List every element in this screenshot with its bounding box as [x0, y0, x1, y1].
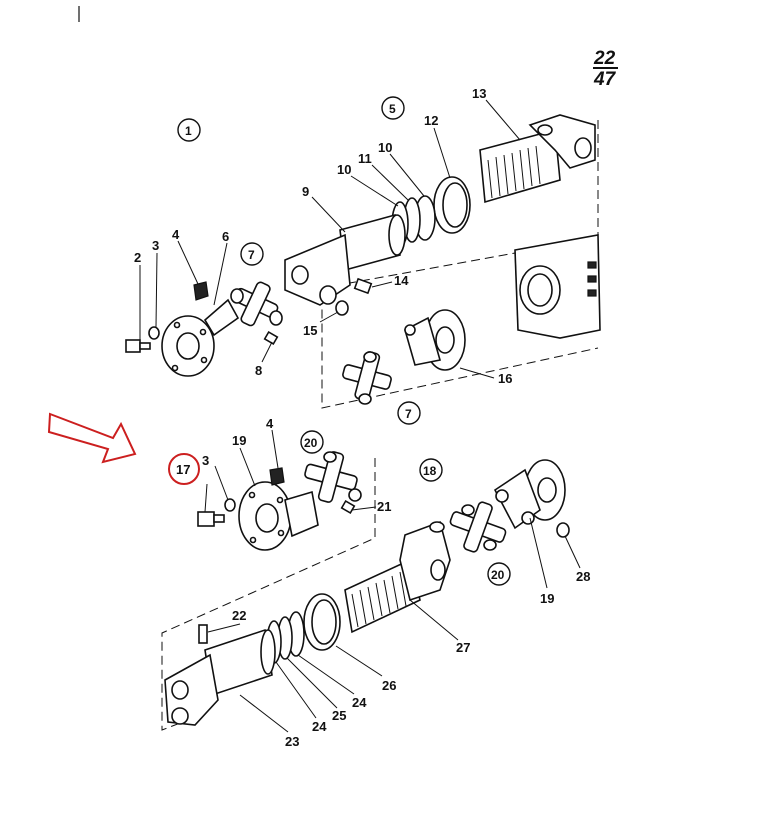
callout-19-lower: 19: [232, 433, 246, 448]
circled-5: 5: [389, 102, 396, 116]
circled-20-left: 20: [304, 436, 318, 450]
callout-19-right: 19: [540, 591, 554, 606]
bolt-2: [125, 339, 151, 353]
highlighted-callout-17: 17: [168, 453, 200, 485]
callout-10a: 10: [337, 162, 351, 177]
callout-28: 28: [576, 569, 590, 584]
circled-7-upper: 7: [248, 248, 255, 262]
flange-yoke-19-lower: [238, 467, 319, 551]
circled-1: 1: [185, 124, 192, 138]
flange-yoke-19-right: [493, 459, 566, 530]
callout-27: 27: [456, 640, 470, 655]
page-ref-bottom: 47: [593, 69, 617, 90]
callout-3: 3: [152, 238, 159, 253]
callout-15: 15: [303, 323, 317, 338]
callout-22: 22: [232, 608, 246, 623]
tube-yoke-23: [164, 628, 276, 726]
circled-20-right: 20: [491, 568, 505, 582]
callout-4-lower: 4: [266, 416, 274, 431]
spider-cross-middle: [342, 351, 392, 405]
washer-28: [556, 522, 570, 538]
grease-nipple-14: [353, 277, 373, 295]
tube-yoke-9: [284, 213, 406, 306]
lower-dashed-boundary: [161, 458, 376, 731]
callout-2: 2: [134, 250, 141, 265]
callout-16: 16: [498, 371, 512, 386]
bolt-8: [263, 330, 279, 346]
bolt-21: [340, 499, 356, 515]
callout-8: 8: [255, 363, 262, 378]
page-reference: 22 47: [593, 48, 618, 90]
circled-7-middle: 7: [405, 407, 412, 421]
flange-yoke-upper: [161, 281, 240, 377]
callout-3-lower: 3: [202, 453, 209, 468]
slip-yoke-27: [344, 520, 451, 634]
spider-cross-lower-right: [449, 501, 507, 553]
bolt-17: [197, 511, 225, 527]
flange-16: [404, 309, 466, 371]
leader-lines: [139, 99, 581, 733]
washer-3-upper: [148, 326, 160, 340]
washer-15: [335, 300, 349, 316]
washer-3-lower: [224, 498, 236, 512]
circled-18: 18: [423, 464, 437, 478]
callout-24b: 24: [352, 695, 367, 710]
callout-17: 17: [176, 462, 190, 477]
callout-14: 14: [394, 273, 409, 288]
callout-25: 25: [332, 708, 346, 723]
ring-26: [303, 593, 341, 651]
callout-23: 23: [285, 734, 299, 749]
spider-cross-upper: [230, 281, 283, 327]
callout-24a: 24: [312, 719, 327, 734]
page-ref-top: 22: [593, 48, 616, 69]
callout-12: 12: [424, 113, 438, 128]
grease-nipple-22: [198, 624, 208, 644]
ring-12: [433, 176, 471, 234]
splined-yoke-13: [479, 114, 596, 204]
circled-labels: 1 5 7 7 20 18 20: [177, 96, 511, 586]
callout-labels: 2 3 4 6 8 9 10 11 10 12 13 14 15 16 3 19…: [134, 86, 590, 749]
callout-26: 26: [382, 678, 396, 693]
red-arrow: [47, 412, 137, 464]
spider-cross-lower-left: [304, 451, 362, 503]
callout-9: 9: [302, 184, 309, 199]
gearbox-housing: [514, 234, 601, 339]
callout-4: 4: [172, 227, 180, 242]
callout-10b: 10: [378, 140, 392, 155]
callout-6: 6: [222, 229, 229, 244]
callout-21: 21: [377, 499, 391, 514]
callout-11: 11: [358, 151, 372, 166]
callout-13: 13: [472, 86, 486, 101]
